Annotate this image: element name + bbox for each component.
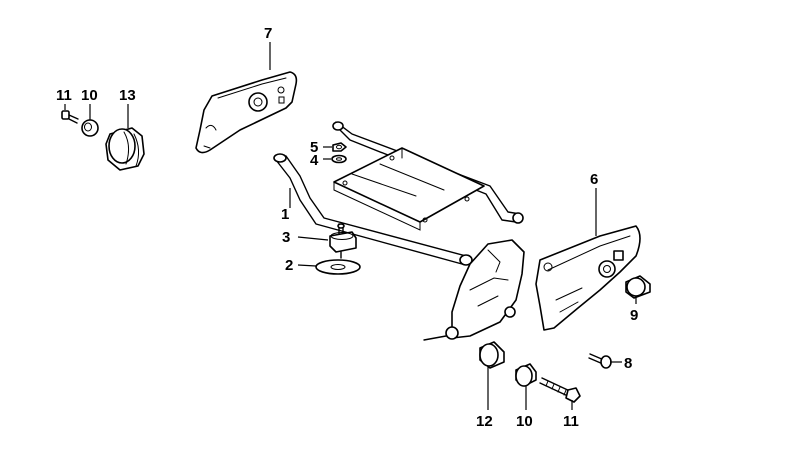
part-12-bushing	[479, 341, 505, 369]
part-8-bolt	[588, 353, 612, 369]
callout-7: 7	[264, 25, 272, 42]
callout-6: 6	[590, 171, 598, 188]
callout-2: 2	[285, 257, 293, 274]
callout-12: 12	[476, 413, 493, 430]
part-10-washer-bottom	[515, 363, 537, 387]
callout-labels: 7 11 10 13 5 4 1 3 2 6 9 8 12 10 11	[56, 25, 638, 430]
part-4-washer	[331, 154, 347, 164]
part-6-right-bracket	[535, 225, 641, 331]
callout-11-bottom: 11	[563, 413, 579, 430]
callout-1: 1	[281, 206, 289, 223]
engine-block-fragment	[423, 239, 525, 341]
callout-10-top: 10	[81, 87, 98, 104]
part-3-rubber-buffer	[329, 223, 357, 259]
part-1-frame	[273, 121, 524, 266]
callout-4: 4	[310, 152, 319, 169]
part-11-bolt-bottom	[539, 377, 581, 403]
part-7-upper-bracket	[195, 71, 298, 154]
part-13-rubber-mount	[105, 127, 145, 171]
callout-3: 3	[282, 229, 290, 246]
callout-13: 13	[119, 87, 136, 104]
leader-lines	[64, 42, 637, 410]
callout-5: 5	[310, 139, 318, 156]
part-2-flat-washer	[315, 259, 361, 275]
part-5-nut	[332, 142, 347, 152]
callout-11-top: 11	[56, 87, 72, 104]
part-9-bushing	[625, 275, 651, 299]
part-10-washer-top	[81, 119, 99, 137]
part-11-bolt-top	[61, 110, 79, 124]
callout-8: 8	[624, 355, 632, 372]
callout-9: 9	[630, 307, 638, 324]
callout-10-bottom: 10	[516, 413, 533, 430]
